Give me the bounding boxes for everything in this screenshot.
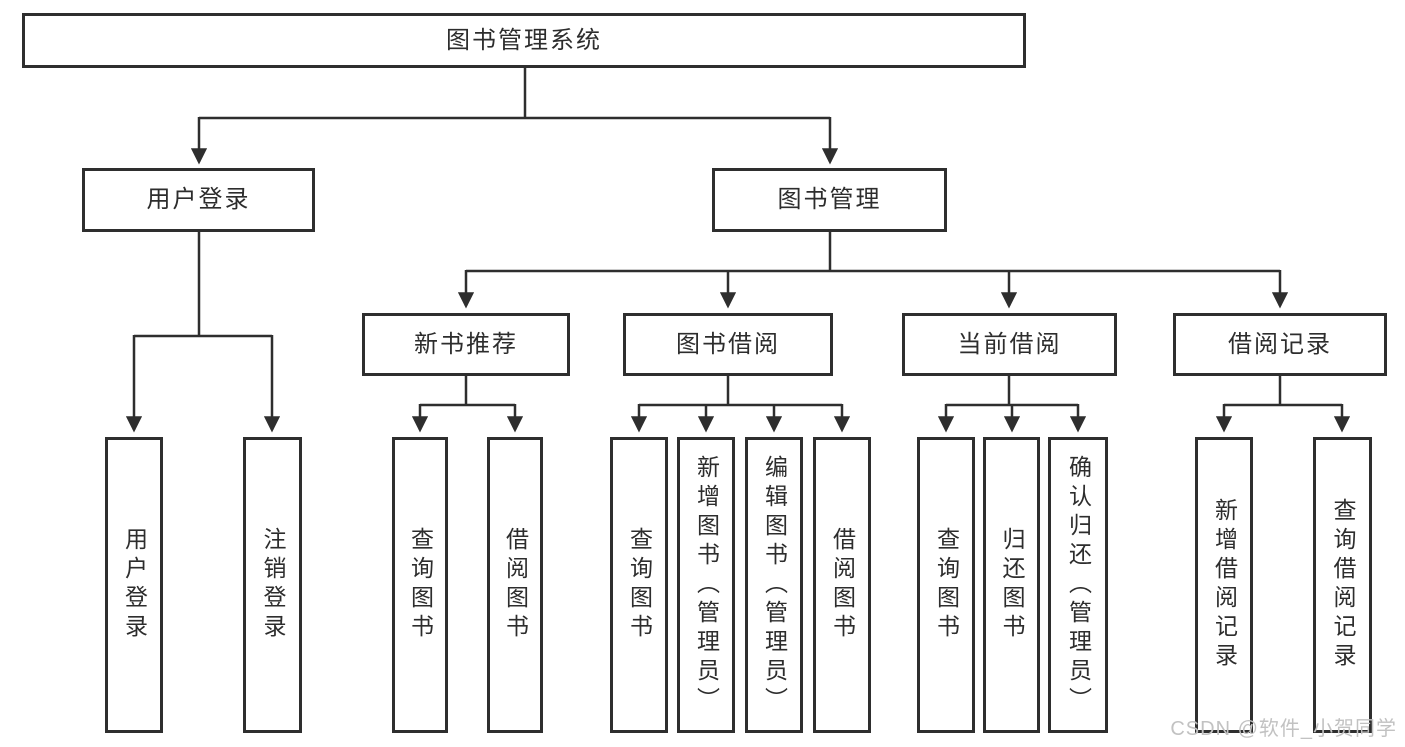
leaf-user-login-label: 用户登录 <box>121 527 148 643</box>
node-user-login: 用户登录 <box>82 168 315 232</box>
leaf-cb-return-books-label: 归还图书 <box>999 527 1025 643</box>
leaf-cb-confirm-return-admin: 确认归还（管理员） <box>1048 437 1108 733</box>
leaf-nbr-query-books: 查询图书 <box>392 437 448 733</box>
leaf-br-add-record-label: 新增借阅记录 <box>1211 498 1238 672</box>
node-root-system-label: 图书管理系统 <box>446 26 602 54</box>
node-new-book-recommend-label: 新书推荐 <box>414 330 518 358</box>
leaf-bb-borrow-books-label: 借阅图书 <box>829 527 856 643</box>
connector-current-borrow-to-leaves <box>937 376 1087 433</box>
leaf-bb-borrow-books: 借阅图书 <box>813 437 871 733</box>
leaf-cb-return-books: 归还图书 <box>983 437 1040 733</box>
connector-book-mgmt-to-modules <box>457 232 1289 309</box>
leaf-user-login: 用户登录 <box>105 437 163 733</box>
leaf-br-query-record: 查询借阅记录 <box>1313 437 1372 733</box>
leaf-cb-confirm-return-admin-label: 确认归还（管理员） <box>1065 454 1092 716</box>
connector-book-borrow-to-leaves <box>630 376 851 433</box>
leaf-cb-query-books: 查询图书 <box>917 437 975 733</box>
leaf-br-query-record-label: 查询借阅记录 <box>1330 498 1356 672</box>
node-root-system: 图书管理系统 <box>22 13 1026 68</box>
connector-user-login-to-leaves <box>125 232 281 433</box>
leaf-bb-query-books: 查询图书 <box>610 437 668 733</box>
leaf-cb-query-books-label: 查询图书 <box>933 527 960 643</box>
leaf-bb-query-books-label: 查询图书 <box>626 527 653 643</box>
leaf-nbr-query-books-label: 查询图书 <box>407 527 434 643</box>
leaf-bb-add-books-admin: 新增图书（管理员） <box>677 437 735 733</box>
node-book-borrow: 图书借阅 <box>623 313 833 376</box>
node-book-management-label: 图书管理 <box>777 186 882 213</box>
csdn-watermark: CSDN @软件_小贺同学 <box>1170 718 1397 740</box>
leaf-nbr-borrow-books-label: 借阅图书 <box>502 527 529 643</box>
leaf-logout-label: 注销登录 <box>260 527 286 643</box>
leaf-nbr-borrow-books: 借阅图书 <box>487 437 543 733</box>
node-current-borrow: 当前借阅 <box>902 313 1117 376</box>
node-book-management: 图书管理 <box>712 168 947 232</box>
node-user-login-label: 用户登录 <box>146 186 251 213</box>
leaf-bb-add-books-admin-label: 新增图书（管理员） <box>693 454 720 716</box>
connector-borrow-records-to-leaves <box>1215 376 1351 433</box>
leaf-logout: 注销登录 <box>243 437 302 733</box>
connector-root-to-branches <box>190 68 839 165</box>
leaf-bb-edit-books-admin: 编辑图书（管理员） <box>745 437 803 733</box>
node-current-borrow-label: 当前借阅 <box>957 330 1062 358</box>
leaf-br-add-record: 新增借阅记录 <box>1195 437 1253 733</box>
connector-new-book-rec-to-leaves <box>411 376 524 433</box>
node-borrow-records: 借阅记录 <box>1173 313 1387 376</box>
node-new-book-recommend: 新书推荐 <box>362 313 570 376</box>
node-borrow-records-label: 借阅记录 <box>1228 330 1332 358</box>
node-book-borrow-label: 图书借阅 <box>676 330 780 358</box>
leaf-bb-edit-books-admin-label: 编辑图书（管理员） <box>761 454 788 716</box>
